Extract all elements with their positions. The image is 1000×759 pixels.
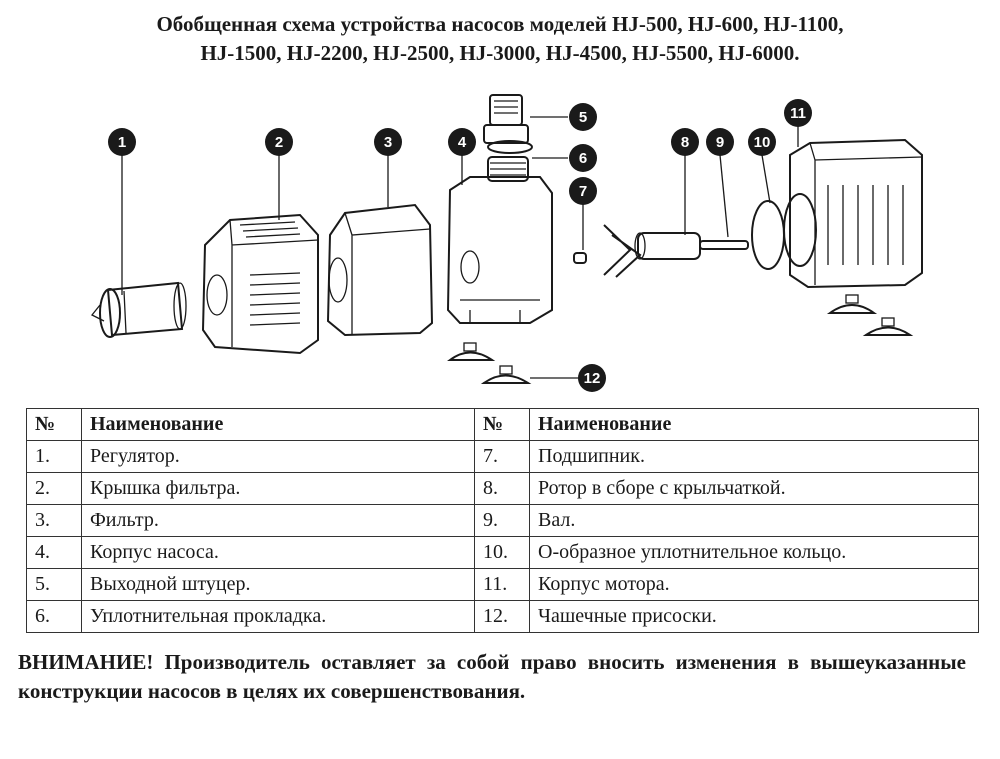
row-number: 8. <box>474 472 530 505</box>
badge-10: 10 <box>748 128 776 156</box>
motor-housing-drawing <box>783 138 923 289</box>
row-number: 5. <box>26 568 82 601</box>
part-name: Фильтр. <box>81 504 475 537</box>
shaft-drawing <box>699 240 749 250</box>
part-name: Корпус мотора. <box>529 568 979 601</box>
header-name-right: Наименование <box>529 408 979 441</box>
svg-text:10: 10 <box>754 134 771 151</box>
badge-11: 11 <box>784 99 812 127</box>
filter-cover-drawing <box>201 213 319 355</box>
row-number: 11. <box>474 568 530 601</box>
parts-table: № Наименование № Наименование 1. Регулят… <box>26 408 979 633</box>
title-line-1: Обобщенная схема устройства насосов моде… <box>156 12 844 36</box>
document-title: Обобщенная схема устройства насосов моде… <box>0 10 1000 68</box>
title-line-2: HJ-1500, HJ-2200, HJ-2500, HJ-3000, HJ-4… <box>200 41 800 65</box>
pump-body-drawing <box>446 156 553 324</box>
part-name: Регулятор. <box>81 440 475 473</box>
table-row: 5. Выходной штуцер. 11. Корпус мотора. <box>26 568 979 601</box>
badge-6: 6 <box>569 144 597 172</box>
row-number: 1. <box>26 440 82 473</box>
svg-text:12: 12 <box>584 370 601 387</box>
row-number: 7. <box>474 440 530 473</box>
svg-text:8: 8 <box>681 134 689 151</box>
exploded-pump-diagram: 1 2 3 4 5 6 7 8 9 10 11 12 <box>90 94 923 392</box>
row-number: 3. <box>26 504 82 537</box>
svg-text:5: 5 <box>579 109 587 126</box>
row-number: 12. <box>474 600 530 633</box>
bearing-drawing <box>573 252 587 264</box>
svg-text:7: 7 <box>579 183 587 200</box>
table-row: 2. Крышка фильтра. 8. Ротор в сборе с кр… <box>26 472 979 505</box>
svg-text:6: 6 <box>579 150 587 167</box>
badge-7: 7 <box>569 177 597 205</box>
table-row: 4. Корпус насоса. 10. О-образное уплотни… <box>26 536 979 569</box>
badge-3: 3 <box>374 128 402 156</box>
part-name: Подшипник. <box>529 440 979 473</box>
badge-2: 2 <box>265 128 293 156</box>
part-name: Корпус насоса. <box>81 536 475 569</box>
part-name: Ротор в сборе с крыльчаткой. <box>529 472 979 505</box>
part-name: Выходной штуцер. <box>81 568 475 601</box>
badge-9: 9 <box>706 128 734 156</box>
part-name: Вал. <box>529 504 979 537</box>
badge-5: 5 <box>569 103 597 131</box>
part-name: Крышка фильтра. <box>81 472 475 505</box>
table-row: 6. Уплотнительная прокладка. 12. Чашечны… <box>26 600 979 633</box>
suction-cups-drawing <box>446 294 914 384</box>
warning-notice: ВНИМАНИЕ! Производитель оставляет за соб… <box>18 650 966 703</box>
row-number: 6. <box>26 600 82 633</box>
row-number: 4. <box>26 536 82 569</box>
part-name: О-образное уплотнительное кольцо. <box>529 536 979 569</box>
filter-drawing <box>326 203 434 337</box>
regulator-drawing <box>90 281 187 338</box>
row-number: 9. <box>474 504 530 537</box>
table-header-row: № Наименование № Наименование <box>26 408 979 441</box>
row-number: 2. <box>26 472 82 505</box>
part-name: Чашечные присоски. <box>529 600 979 633</box>
header-name-left: Наименование <box>81 408 475 441</box>
table-row: 1. Регулятор. 7. Подшипник. <box>26 440 979 473</box>
badge-8: 8 <box>671 128 699 156</box>
svg-text:4: 4 <box>458 134 467 151</box>
outlet-fitting-drawing <box>483 94 529 144</box>
gasket-drawing <box>487 140 533 154</box>
badge-4: 4 <box>448 128 476 156</box>
header-num-left: № <box>26 408 82 441</box>
badge-12: 12 <box>578 364 606 392</box>
part-name: Уплотнительная прокладка. <box>81 600 475 633</box>
badge-1: 1 <box>108 128 136 156</box>
svg-text:2: 2 <box>275 134 283 151</box>
leader-lines <box>121 116 799 379</box>
row-number: 10. <box>474 536 530 569</box>
header-num-right: № <box>474 408 530 441</box>
svg-text:11: 11 <box>790 105 806 122</box>
svg-text:1: 1 <box>118 134 126 151</box>
table-row: 3. Фильтр. 9. Вал. <box>26 504 979 537</box>
svg-text:9: 9 <box>716 134 724 151</box>
o-ring-drawing <box>751 200 785 270</box>
svg-text:3: 3 <box>384 134 392 151</box>
